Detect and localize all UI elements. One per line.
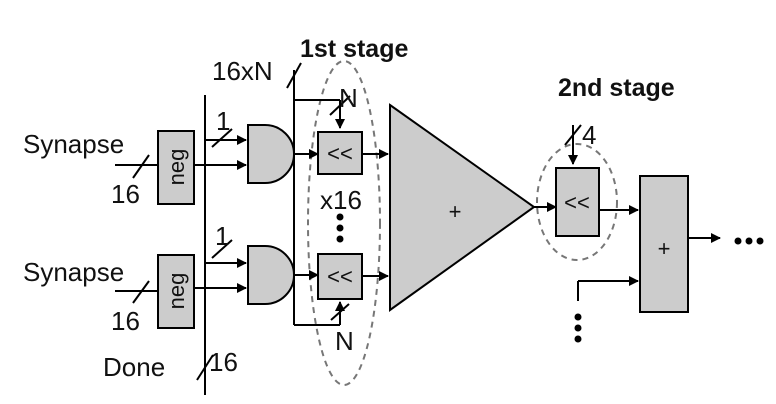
synapse-wire-top: 16 xyxy=(111,154,158,209)
svg-text:<<: << xyxy=(327,141,353,166)
synapse-label-top: Synapse xyxy=(23,129,124,159)
and-input-wires-top: 1 xyxy=(194,106,247,170)
stage1-outline xyxy=(307,60,381,386)
svg-text:<<: << xyxy=(564,190,590,215)
neg-block-bottom: neg xyxy=(157,254,195,329)
svg-text:neg: neg xyxy=(164,149,189,186)
svg-text:+: + xyxy=(658,236,671,261)
done-bus-slash xyxy=(196,354,214,381)
done-label: Done xyxy=(103,352,165,382)
svg-text:N: N xyxy=(335,326,354,356)
stage1-title: 1st stage xyxy=(300,35,408,63)
stage2-outline xyxy=(536,143,618,261)
svg-text:neg: neg xyxy=(164,273,189,310)
and-input-wires-bottom: 1 xyxy=(194,221,247,293)
bus-16xN-label: 16xN xyxy=(212,56,273,86)
x16-label: x16 xyxy=(320,185,362,215)
shift-amount-bus-slash xyxy=(286,62,302,89)
svg-text:1: 1 xyxy=(215,221,229,251)
adder-tree: + xyxy=(389,103,536,312)
shifter-bottom: << xyxy=(317,253,363,300)
and-gate-top xyxy=(247,124,295,184)
done-width-label: 16 xyxy=(209,347,238,377)
svg-text:1: 1 xyxy=(216,106,230,136)
svg-text:<<: << xyxy=(327,264,353,289)
synapse-label-bottom: Synapse xyxy=(23,257,124,287)
synapse-wire-bottom: 16 xyxy=(111,280,158,336)
svg-text:16: 16 xyxy=(111,179,140,209)
shifter-top: << xyxy=(317,131,363,175)
stage2-shifter: << xyxy=(555,167,600,237)
svg-text:N: N xyxy=(339,83,358,113)
accumulator-input-ellipsis xyxy=(574,313,582,343)
stage2-shift-wire: 4 xyxy=(564,120,596,165)
accumulator-input-wire xyxy=(577,276,639,301)
shift-amount-wire-top: N xyxy=(294,83,358,129)
and-gate-bottom xyxy=(247,245,295,305)
shifter-ellipsis xyxy=(336,213,344,243)
output-ellipsis xyxy=(734,237,764,245)
svg-text:16: 16 xyxy=(111,306,140,336)
neg-block-top: neg xyxy=(157,130,195,205)
accumulator-adder: + xyxy=(639,175,689,313)
shift-amount-wire-bottom: N xyxy=(294,301,354,356)
svg-text:4: 4 xyxy=(582,120,596,150)
stage2-title: 2nd stage xyxy=(558,74,675,102)
svg-text:+: + xyxy=(449,199,462,224)
